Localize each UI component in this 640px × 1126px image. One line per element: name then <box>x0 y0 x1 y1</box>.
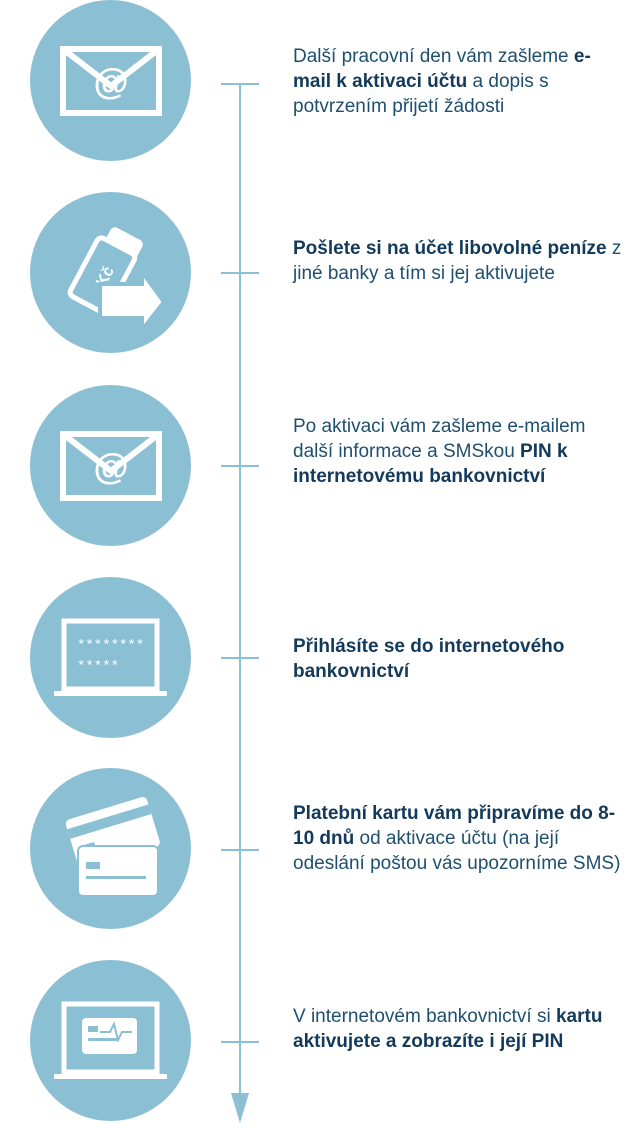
timeline-tick <box>221 849 259 851</box>
step-5-icon-circle <box>30 768 191 929</box>
laptop-card-icon <box>54 1001 167 1079</box>
svg-text:@: @ <box>93 446 128 487</box>
envelope-at-icon: @ <box>60 431 162 501</box>
step-text-regular: a dopis s potvrzením přijetí žádosti <box>293 71 549 117</box>
step-2-text: Pošlete si na účet libovolné peníze z ji… <box>293 236 628 286</box>
step-text-bold: kartu aktivujete a zobrazíte i její PIN <box>293 1006 603 1052</box>
step-4-text: Přihlásíte se do internetového bankovnic… <box>293 634 628 684</box>
payment-cards-icon <box>65 797 160 897</box>
laptop-password-icon: ******** ***** <box>54 618 167 696</box>
step-6-icon-circle <box>30 960 191 1121</box>
timeline-tick <box>221 1041 259 1043</box>
step-3-icon-circle: @ <box>30 385 191 546</box>
step-text-bold: Pošlete si na účet libovolné peníze <box>293 238 607 259</box>
step-3-text: Po aktivaci vám zašleme e-mailem další i… <box>293 414 628 489</box>
timeline-line <box>239 83 241 1093</box>
envelope-at-icon: @ <box>60 46 162 116</box>
timeline-arrow-icon <box>231 1093 249 1123</box>
step-text-bold: Platební kartu vám připravíme do 8-10 dn… <box>293 803 616 849</box>
timeline-tick <box>221 83 259 85</box>
step-1-text: Další pracovní den vám zašleme e-mail k … <box>293 44 628 119</box>
money-transfer-icon: Kč <box>67 227 167 336</box>
password-line-1: ******** <box>77 638 144 654</box>
password-line-2: ***** <box>77 659 119 675</box>
timeline-tick <box>221 465 259 467</box>
step-text-regular: V internetovém bankovnictví si <box>293 1006 556 1027</box>
step-text-bold: e-mail k aktivaci účtu <box>293 46 591 92</box>
step-text-regular: od aktivace účtu (na její odeslání pošto… <box>293 828 621 874</box>
timeline-tick <box>221 272 259 274</box>
step-text-bold: Přihlásíte se do internetového bankovnic… <box>293 636 565 682</box>
step-1-icon-circle: @ <box>30 0 191 161</box>
step-6-text: V internetovém bankovnictví si kartu akt… <box>293 1004 628 1054</box>
step-5-text: Platební kartu vám připravíme do 8-10 dn… <box>293 801 628 876</box>
step-text-regular: Po aktivaci vám zašleme e-mailem další i… <box>293 416 586 462</box>
step-2-icon-circle: Kč <box>30 192 191 353</box>
timeline-tick <box>221 657 259 659</box>
step-text-regular: Další pracovní den vám zašleme <box>293 46 574 67</box>
svg-text:@: @ <box>93 61 128 102</box>
step-4-icon-circle: ******** ***** <box>30 577 191 738</box>
step-text-bold: PIN k internetovému bankovnictví <box>293 441 568 487</box>
step-text-regular: z jiné banky a tím si jej aktivujete <box>293 238 622 284</box>
